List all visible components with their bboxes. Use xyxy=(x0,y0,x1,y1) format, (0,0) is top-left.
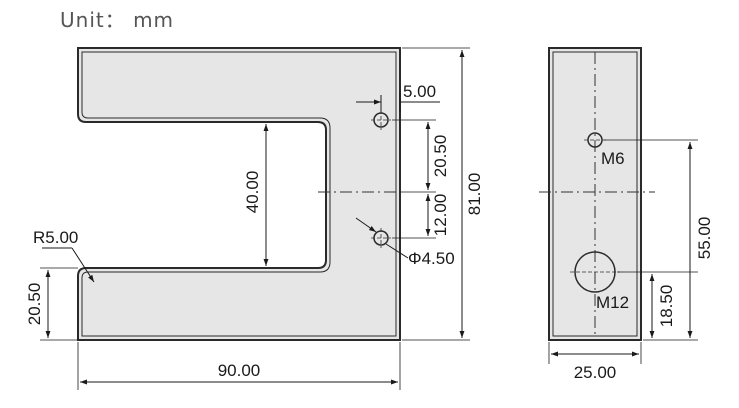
dim-large-thread-height: 18.50 xyxy=(649,274,676,338)
dim-label-hole-spacing: 20.50 xyxy=(431,135,450,178)
front-view-body xyxy=(77,47,401,341)
dim-label-hole-diameter: Φ4.50 xyxy=(408,249,455,268)
dim-lower-arm-height: 20.50 xyxy=(25,267,78,341)
dim-label-center-to-hole: 12.00 xyxy=(431,194,450,237)
dim-width: 90.00 xyxy=(77,342,401,390)
dim-label-large-thread: M12 xyxy=(596,293,629,312)
dim-label-hole-offset: 5.00 xyxy=(403,82,436,101)
dim-hole-spacing: 20.50 xyxy=(425,122,450,190)
dim-label-width: 90.00 xyxy=(218,361,261,380)
dim-center-to-hole: 12.00 xyxy=(425,194,450,237)
unit-label: Unit： mm xyxy=(60,8,174,32)
dim-label-lower-arm-height: 20.50 xyxy=(25,283,44,326)
dim-label-slot-depth: 40.00 xyxy=(243,171,262,214)
dim-hole-offset: 5.00 xyxy=(356,82,440,112)
front-view: 40.00 5.00 20.50 12.00 Φ4.50 xyxy=(25,47,484,390)
dim-label-small-thread: M6 xyxy=(601,149,625,168)
mounting-hole-lower xyxy=(371,228,391,248)
dim-label-thickness: 25.00 xyxy=(574,363,617,382)
dim-label-thread-spacing: 55.00 xyxy=(695,217,714,260)
dim-label-fillet-radius: R5.00 xyxy=(33,228,78,247)
thread-hole-m12: M12 xyxy=(570,251,629,312)
dim-height: 81.00 xyxy=(402,47,484,341)
dim-slot-depth: 40.00 xyxy=(243,124,269,266)
dim-label-height: 81.00 xyxy=(465,173,484,216)
dim-label-large-thread-height: 18.50 xyxy=(657,285,676,328)
side-view: M6 M12 55.00 18.50 25.00 xyxy=(539,47,714,382)
dim-hole-diameter: Φ4.50 xyxy=(355,217,455,268)
mounting-hole-upper xyxy=(371,110,391,130)
dim-fillet-radius: R5.00 xyxy=(33,228,95,283)
dim-thread-spacing: 55.00 xyxy=(687,142,714,338)
thread-hole-m6: M6 xyxy=(584,132,625,168)
dim-thickness: 25.00 xyxy=(548,342,642,382)
